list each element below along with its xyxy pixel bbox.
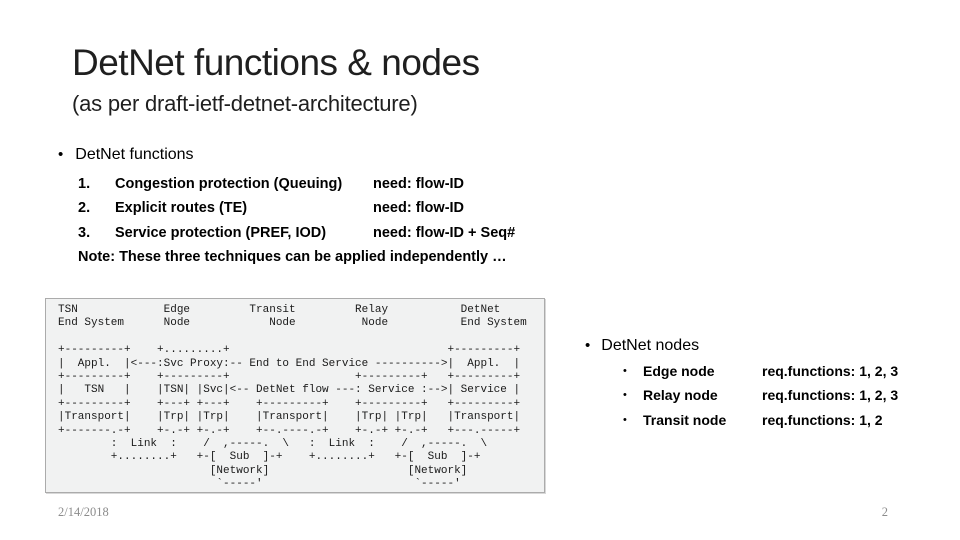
page-number: 2 (881, 505, 888, 519)
node-req-functions: req.functions: 1, 2, 3 (762, 363, 899, 379)
node-req-functions: req.functions: 1, 2, 3 (762, 387, 899, 404)
item-label: Congestion protection (Queuing) (115, 176, 343, 192)
node-label: Relay node (643, 387, 718, 404)
list-item: 3. Service protection (PREF, IOD) need: … (78, 221, 515, 245)
nodes-section: • DetNet nodes • Edge node req.functions… (585, 337, 898, 432)
ascii-diagram-text: TSN Edge Transit Relay DetNet End System… (58, 304, 527, 491)
list-item: 2. Explicit routes (TE) need: flow-ID (78, 196, 515, 220)
node-label: Edge node (643, 363, 715, 379)
bullet-glyph: • (585, 337, 591, 354)
ascii-architecture-diagram: TSN Edge Transit Relay DetNet End System… (45, 298, 545, 493)
functions-section-heading: • DetNet functions (58, 146, 194, 164)
item-need: need: flow-ID (373, 176, 465, 192)
item-number: 2. (78, 200, 91, 217)
node-label: Transit node (643, 411, 727, 428)
list-item: • Relay node req.functions: 1, 2, 3 (623, 383, 898, 407)
node-req-functions: req.functions: 1, 2 (762, 411, 883, 428)
nodes-heading-label: DetNet nodes (601, 337, 700, 354)
functions-list: 1. Congestion protection (Queuing) need:… (78, 172, 515, 270)
list-item: • Transit node req.functions: 1, 2 (623, 408, 898, 432)
bullet-glyph: • (623, 365, 627, 377)
bullet-glyph: • (623, 389, 627, 402)
nodes-section-heading: • DetNet nodes (585, 337, 898, 355)
list-item: • Edge node req.functions: 1, 2, 3 (623, 359, 898, 383)
page-title: DetNet functions & nodes (72, 42, 480, 83)
footer-date: 2/14/2018 (58, 505, 109, 519)
bullet-glyph: • (58, 146, 64, 163)
item-label: Explicit routes (TE) (115, 200, 248, 217)
page-subtitle: (as per draft-ietf-detnet-architecture) (72, 91, 418, 116)
item-need: need: flow-ID + Seq# (373, 224, 516, 241)
item-number: 3. (78, 224, 91, 241)
nodes-list: • Edge node req.functions: 1, 2, 3 • Rel… (623, 359, 898, 432)
functions-note: Note: These three techniques can be appl… (78, 249, 507, 266)
list-item: 1. Congestion protection (Queuing) need:… (78, 172, 515, 196)
bullet-glyph: • (623, 413, 627, 426)
item-label: Service protection (PREF, IOD) (115, 224, 327, 241)
item-need: need: flow-ID (373, 200, 465, 217)
functions-heading-label: DetNet functions (75, 146, 194, 163)
item-number: 1. (78, 176, 91, 192)
